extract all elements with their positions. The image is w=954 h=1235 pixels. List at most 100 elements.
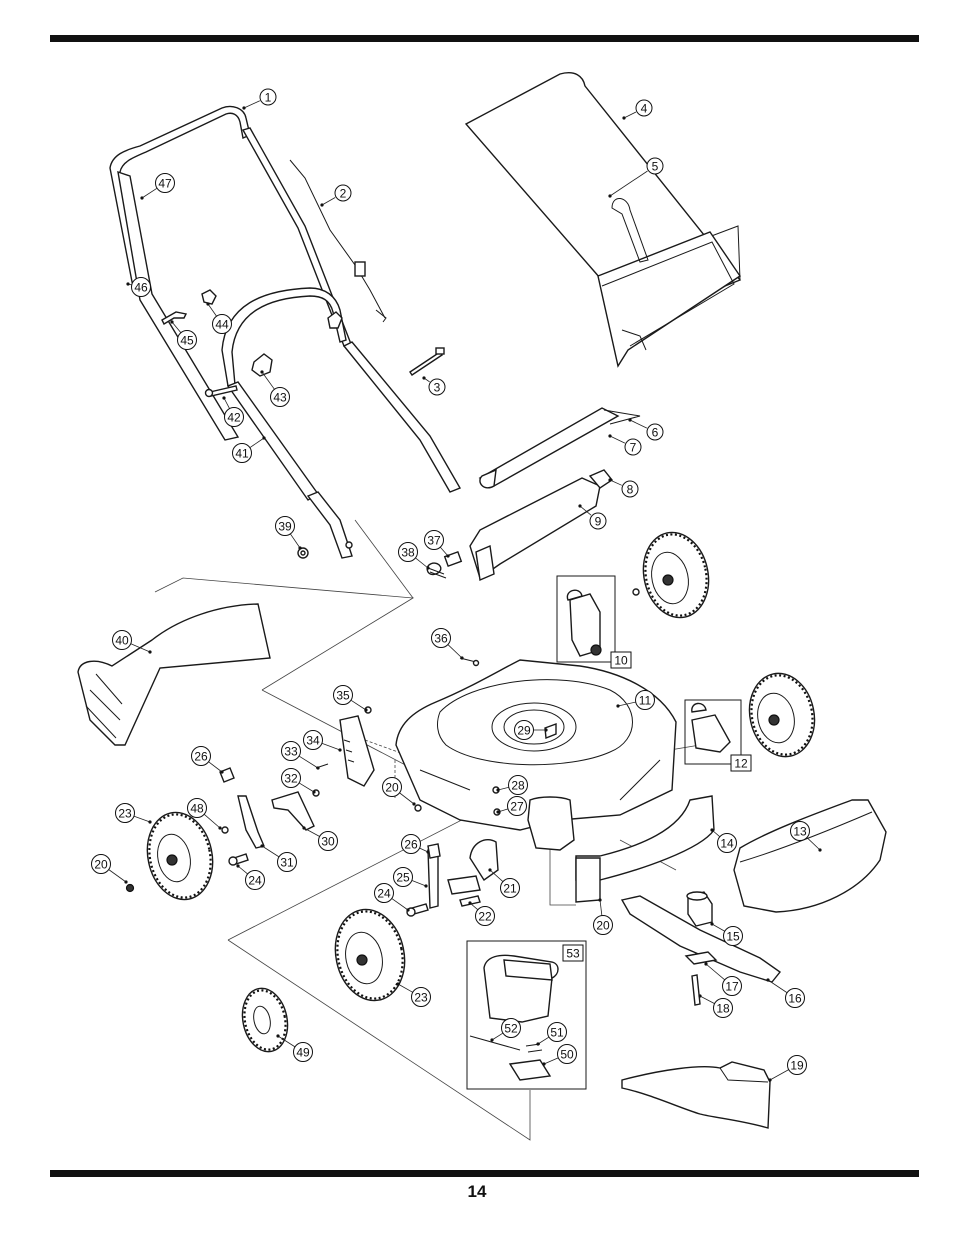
callout-shape-c45 bbox=[177, 330, 197, 350]
spring-hardware bbox=[297, 547, 463, 579]
callout-c21: 21 bbox=[500, 878, 520, 898]
callout-c39: 39 bbox=[275, 516, 295, 536]
callout-number-c33: 33 bbox=[284, 745, 298, 759]
leader-tip-c47 bbox=[140, 196, 144, 200]
leader-c39 bbox=[289, 533, 301, 549]
bolt-3 bbox=[409, 347, 445, 376]
leader-c16 bbox=[767, 979, 788, 994]
callout-shape-c36 bbox=[431, 628, 451, 648]
callout-shape-c31 bbox=[277, 852, 297, 872]
callout-number-c3: 3 bbox=[434, 381, 441, 395]
callout-shape-c15 bbox=[723, 926, 743, 946]
callout-shape-c52 bbox=[501, 1018, 521, 1038]
callout-shape-c10 bbox=[610, 651, 632, 669]
leader-tip-c41 bbox=[262, 436, 266, 440]
leader-c1 bbox=[243, 100, 260, 109]
leader-tip-c33 bbox=[316, 766, 320, 770]
leader-c8 bbox=[609, 479, 622, 486]
callout-shape-c43 bbox=[270, 387, 290, 407]
callout-c20b: 20 bbox=[382, 777, 402, 797]
callout-shape-c48 bbox=[187, 798, 207, 818]
callout-c24b: 24 bbox=[374, 883, 394, 903]
callout-number-c52: 52 bbox=[504, 1022, 518, 1036]
leader-tip-c37 bbox=[446, 554, 450, 558]
leader-tip-c20a bbox=[124, 880, 128, 884]
blade bbox=[620, 891, 782, 1006]
wheel-bottom bbox=[334, 908, 406, 1002]
callout-number-c39: 39 bbox=[278, 520, 292, 534]
callout-c30: 30 bbox=[318, 831, 338, 851]
leader-tip-c24a bbox=[236, 864, 240, 868]
leader-tip-c24b bbox=[406, 908, 410, 912]
callout-shape-c19 bbox=[787, 1055, 807, 1075]
callout-shape-c8 bbox=[621, 480, 639, 498]
callout-c17: 17 bbox=[722, 976, 742, 996]
callout-number-c43: 43 bbox=[273, 391, 287, 405]
callout-c50: 50 bbox=[557, 1044, 577, 1064]
side-guard bbox=[733, 799, 887, 913]
callout-number-c46: 46 bbox=[134, 281, 148, 295]
callout-shape-c41 bbox=[232, 443, 252, 463]
callout-c47: 47 bbox=[155, 173, 175, 193]
callout-number-c23a: 23 bbox=[118, 807, 132, 821]
callout-shape-c11 bbox=[635, 690, 655, 710]
leader-c43 bbox=[261, 371, 276, 390]
callout-number-c16: 16 bbox=[788, 992, 802, 1006]
callout-shape-c20a bbox=[91, 854, 111, 874]
leader-c44 bbox=[207, 303, 218, 317]
leader-tip-c25 bbox=[424, 884, 428, 888]
leader-c38 bbox=[414, 557, 429, 569]
leader-tip-c23b bbox=[396, 982, 400, 986]
callout-shape-c44 bbox=[212, 314, 232, 334]
callout-number-c36: 36 bbox=[434, 632, 448, 646]
callout-shape-c27 bbox=[507, 796, 527, 816]
callout-number-c26b: 26 bbox=[404, 838, 418, 852]
callout-shape-c29 bbox=[514, 720, 534, 740]
leader-c45 bbox=[171, 321, 182, 334]
callout-number-c45: 45 bbox=[180, 334, 194, 348]
leader-c14 bbox=[711, 829, 721, 838]
callout-c10: 10 bbox=[610, 651, 632, 669]
callout-number-c8: 8 bbox=[627, 483, 634, 497]
callout-number-c29: 29 bbox=[517, 724, 531, 738]
mower-deck bbox=[395, 659, 677, 831]
callout-shape-c6 bbox=[646, 423, 664, 441]
leader-c19 bbox=[769, 1069, 790, 1081]
callout-shape-c16 bbox=[785, 988, 805, 1008]
leader-c20b bbox=[398, 792, 415, 805]
callout-shape-c12 bbox=[730, 754, 752, 772]
leader-c2 bbox=[321, 197, 336, 206]
callout-c35: 35 bbox=[333, 685, 353, 705]
callout-c27: 27 bbox=[507, 796, 527, 816]
callout-number-c21: 21 bbox=[503, 882, 517, 896]
leader-c36 bbox=[447, 643, 463, 659]
callout-number-c6: 6 bbox=[652, 426, 659, 440]
page-number: 14 bbox=[467, 1182, 487, 1201]
leader-tip-c6 bbox=[628, 418, 632, 422]
callout-number-c15: 15 bbox=[726, 930, 740, 944]
leader-tip-c38 bbox=[426, 566, 430, 570]
leader-c32 bbox=[298, 782, 315, 793]
leader-c24b bbox=[391, 897, 409, 911]
leader-tip-c26b bbox=[426, 850, 430, 854]
leader-c52 bbox=[491, 1032, 504, 1041]
callout-c37: 37 bbox=[424, 530, 444, 550]
callout-number-c35: 35 bbox=[336, 689, 350, 703]
height-adjuster-10 bbox=[556, 575, 616, 663]
leader-c7 bbox=[609, 435, 626, 444]
leader-tip-c29 bbox=[544, 728, 548, 732]
callout-c52: 52 bbox=[501, 1018, 521, 1038]
callout-number-c7: 7 bbox=[630, 441, 637, 455]
callout-c36: 36 bbox=[431, 628, 451, 648]
callout-shape-c23b bbox=[411, 987, 431, 1007]
callout-c43: 43 bbox=[270, 387, 290, 407]
leader-tip-c43 bbox=[260, 370, 264, 374]
callout-c8: 8 bbox=[621, 480, 639, 498]
leader-tip-c34 bbox=[338, 748, 342, 752]
callout-c4: 4 bbox=[635, 99, 653, 117]
leader-c26b bbox=[418, 847, 429, 853]
leader-tip-c23a bbox=[148, 820, 152, 824]
callout-shape-c17 bbox=[722, 976, 742, 996]
leader-c34 bbox=[321, 742, 341, 751]
